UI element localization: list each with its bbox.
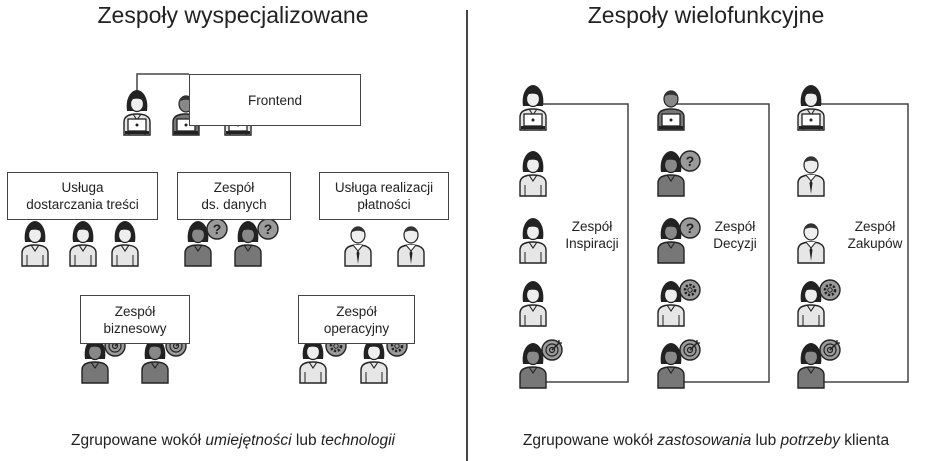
inspiration-member-3 <box>519 217 547 264</box>
caption-emphasis: potrzeby <box>780 432 840 449</box>
team-line1: Zespół <box>714 219 756 234</box>
purchase-member-4 <box>797 278 842 327</box>
data-team-box: Zespół ds. danych <box>177 172 291 220</box>
left-caption: Zgrupowane wokół umiejętności lub techno… <box>0 432 466 450</box>
decision-member-1 <box>657 90 685 131</box>
inspiration-team-label: Zespół Inspiracji <box>556 218 628 252</box>
caption-text: Zgrupowane wokół <box>522 432 658 449</box>
team-line2: operacyjny <box>323 320 390 336</box>
team-line1: Zespół <box>336 303 377 319</box>
content-member-3 <box>111 220 139 267</box>
team-line2: płatności <box>357 197 411 212</box>
team-line2: Decyzji <box>713 236 757 251</box>
purchase-member-2 <box>797 156 825 197</box>
caption-emphasis: umiejętności <box>205 432 292 449</box>
caption-text: lub <box>291 432 321 449</box>
inspiration-member-5 <box>519 339 563 389</box>
payment-service-box: Usługa realizacji płatności <box>319 172 449 220</box>
team-line2: ds. danych <box>201 197 267 212</box>
inspiration-member-4 <box>519 280 547 327</box>
caption-text: klienta <box>839 432 890 449</box>
data-member-2 <box>234 218 279 267</box>
purchase-member-5 <box>797 339 841 389</box>
decision-member-4 <box>657 278 702 327</box>
frontend-box: Frontend <box>189 74 361 126</box>
content-member-1 <box>21 220 49 267</box>
right-title: Zespoły wielofunkcyjne <box>587 2 825 28</box>
payment-member-1 <box>344 226 372 267</box>
purchase-team-label: Zespół Zakupów <box>840 218 910 252</box>
team-line1: Zespół <box>854 219 896 234</box>
team-line2: Zakupów <box>847 236 903 251</box>
data-member-1 <box>184 218 228 267</box>
decision-team-label: Zespół Decyzji <box>700 218 770 252</box>
team-line1: Zespół <box>571 219 613 234</box>
content-member-2 <box>69 220 97 267</box>
purchase-member-3 <box>797 223 825 264</box>
team-line2: dostarczania treści <box>26 197 139 212</box>
business-team-box: Zespół biznesowy <box>80 295 190 344</box>
team-line2: biznesowy <box>103 320 167 336</box>
right-caption: Zgrupowane wokół zastosowania lub potrze… <box>470 432 942 450</box>
decision-member-3 <box>657 217 701 264</box>
payment-member-2 <box>397 226 425 267</box>
decision-member-2 <box>657 150 701 197</box>
left-title: Zespoły wyspecjalizowane <box>97 2 369 28</box>
team-line2: Inspiracji <box>565 236 619 251</box>
frontend-label: Frontend <box>247 92 303 108</box>
purchase-member-1 <box>797 84 825 131</box>
caption-text: lub <box>751 432 781 449</box>
team-line1: Zespół <box>213 180 255 195</box>
inspiration-member-1 <box>519 84 547 131</box>
operations-team-box: Zespół operacyjny <box>298 295 415 344</box>
divider <box>466 10 468 461</box>
caption-emphasis: technologii <box>320 432 395 449</box>
frontend-member-1 <box>123 89 151 136</box>
decision-member-5 <box>657 339 701 389</box>
caption-emphasis: zastosowania <box>657 432 752 449</box>
content-delivery-box: Usługa dostarczania treści <box>7 172 158 220</box>
inspiration-member-2 <box>519 150 547 197</box>
team-line1: Zespół <box>114 303 156 319</box>
team-line1: Usługa realizacji <box>334 180 434 195</box>
team-line1: Usługa <box>61 180 104 195</box>
caption-text: Zgrupowane wokół <box>71 432 206 449</box>
